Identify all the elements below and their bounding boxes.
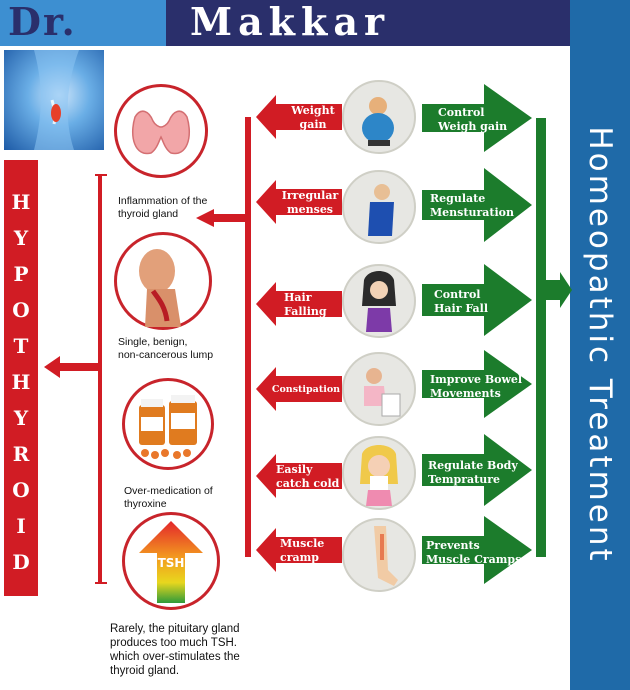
muscle-cramp-icon <box>342 518 416 592</box>
throat-lump-icon <box>139 249 181 327</box>
hypothyroid-banner <box>4 160 38 596</box>
label-line: Movements <box>430 387 501 400</box>
label-line: menses <box>286 203 334 216</box>
cause-line: produces too much TSH. <box>110 637 237 649</box>
to-treatment-arrow <box>546 272 572 308</box>
medicine-bottles-icon <box>139 395 197 459</box>
symptom-label: Constipation <box>270 383 342 397</box>
symptom-label: Hair Falling <box>284 291 327 319</box>
label-line: Prevents <box>426 539 480 552</box>
label-line: Control <box>438 106 485 119</box>
tsh-label: TSH <box>158 556 185 570</box>
to-cause-arrow <box>196 209 248 227</box>
brand-title-dr: Dr. <box>8 0 77 44</box>
cause-circle-tsh: TSH <box>122 512 220 610</box>
cause-circle-thyroid <box>114 84 208 178</box>
brand-title-name: Makkar <box>190 0 390 44</box>
symptom-label: Irregular menses <box>280 189 340 217</box>
hypothyroid-letter: O <box>12 478 30 502</box>
label-line: Weigh gain <box>438 120 508 133</box>
label-line: Regulate <box>430 192 486 205</box>
hypothyroid-letter: O <box>12 298 30 322</box>
header-left-band <box>0 0 166 46</box>
cause-line: thyroxine <box>124 498 167 510</box>
weight-gain-icon <box>342 80 416 154</box>
cause-line: which over-stimulates the <box>110 651 240 663</box>
hypothyroid-letter: R <box>12 442 30 466</box>
treatment-arrows <box>422 84 532 584</box>
treatment-label: Regulate Body Temprature <box>428 459 528 487</box>
label-line: Hair Fall <box>434 302 489 315</box>
cause-line: Single, benign, <box>118 336 188 348</box>
label-line: Hair <box>284 291 312 304</box>
hypothyroid-letter: D <box>12 550 30 574</box>
label-line: catch cold <box>276 477 340 490</box>
label-line: Falling <box>284 305 327 318</box>
label-line: gain <box>299 118 327 131</box>
treatment-label: Prevents Muscle Cramps <box>426 539 530 567</box>
irregular-menses-icon <box>342 170 416 244</box>
hypothyroid-letter: Y <box>13 226 29 250</box>
treatment-label: Improve Bowel Movements <box>430 373 530 401</box>
label-line: Irregular <box>281 189 339 202</box>
cause-label-3: Over-medication of thyroxine <box>124 485 254 511</box>
hair-falling-icon <box>342 264 416 338</box>
hypothyroid-letter: I <box>16 514 26 538</box>
hypothyroid-letters: H Y P O T H Y R O I D <box>4 160 38 596</box>
cause-line: non-cancerous lump <box>118 349 214 361</box>
treatment-side-panel <box>570 0 630 690</box>
label-line: Temprature <box>428 473 501 486</box>
label-line: Weight <box>291 104 335 117</box>
label-line: cramp <box>280 551 319 564</box>
label-line: Muscle Cramps <box>426 553 522 566</box>
hypothyroid-letter: Y <box>13 406 29 430</box>
label-line: Mensturation <box>430 206 514 219</box>
symptom-label: Muscle cramp <box>280 537 340 565</box>
symptom-label: Easily catch cold <box>276 463 340 491</box>
header-right-band <box>166 0 570 46</box>
tsh-arrow-icon: TSH <box>139 521 203 603</box>
cause-label-4: Rarely, the pituitary gland produces too… <box>110 622 280 678</box>
label-line: Improve Bowel <box>430 373 523 386</box>
treatment-label: Control Weigh gain <box>430 106 510 134</box>
cause-line: thyroid gland <box>118 208 179 220</box>
cause-line: Inflammation of the <box>118 195 208 207</box>
cause-circle-lump <box>114 232 212 330</box>
hypothyroid-letter: T <box>13 334 29 358</box>
cause-line: thyroid gland. <box>110 665 180 677</box>
treatment-label: Control Hair Fall <box>434 288 514 316</box>
cause-line: Over-medication of <box>124 485 213 497</box>
constipation-icon <box>342 352 416 426</box>
label-line: Muscle <box>280 537 325 550</box>
hypothyroid-letter: P <box>13 262 29 286</box>
neck-anatomy-icon <box>34 50 79 150</box>
hypothyroid-letter: H <box>11 370 31 394</box>
symptom-label: Weight gain <box>286 104 340 132</box>
treatment-label: Regulate Mensturation <box>430 192 520 220</box>
label-line: Constipation <box>271 384 341 395</box>
cause-label-2: Single, benign, non-cancerous lump <box>118 336 248 362</box>
thyroid-gland-icon <box>131 110 191 155</box>
cause-label-1: Inflammation of the thyroid gland <box>118 195 238 221</box>
catch-cold-icon <box>342 436 416 510</box>
label-line: Easily <box>276 463 313 476</box>
label-line: Control <box>434 288 481 301</box>
label-line: Regulate Body <box>428 459 518 472</box>
cause-line: Rarely, the pituitary gland <box>110 623 240 635</box>
to-hypothyroid-arrow <box>44 356 100 378</box>
neck-thyroid-image <box>4 50 104 150</box>
cause-circle-medication <box>122 378 214 470</box>
hypothyroid-letter: H <box>11 190 31 214</box>
symptom-arrows <box>256 95 342 572</box>
